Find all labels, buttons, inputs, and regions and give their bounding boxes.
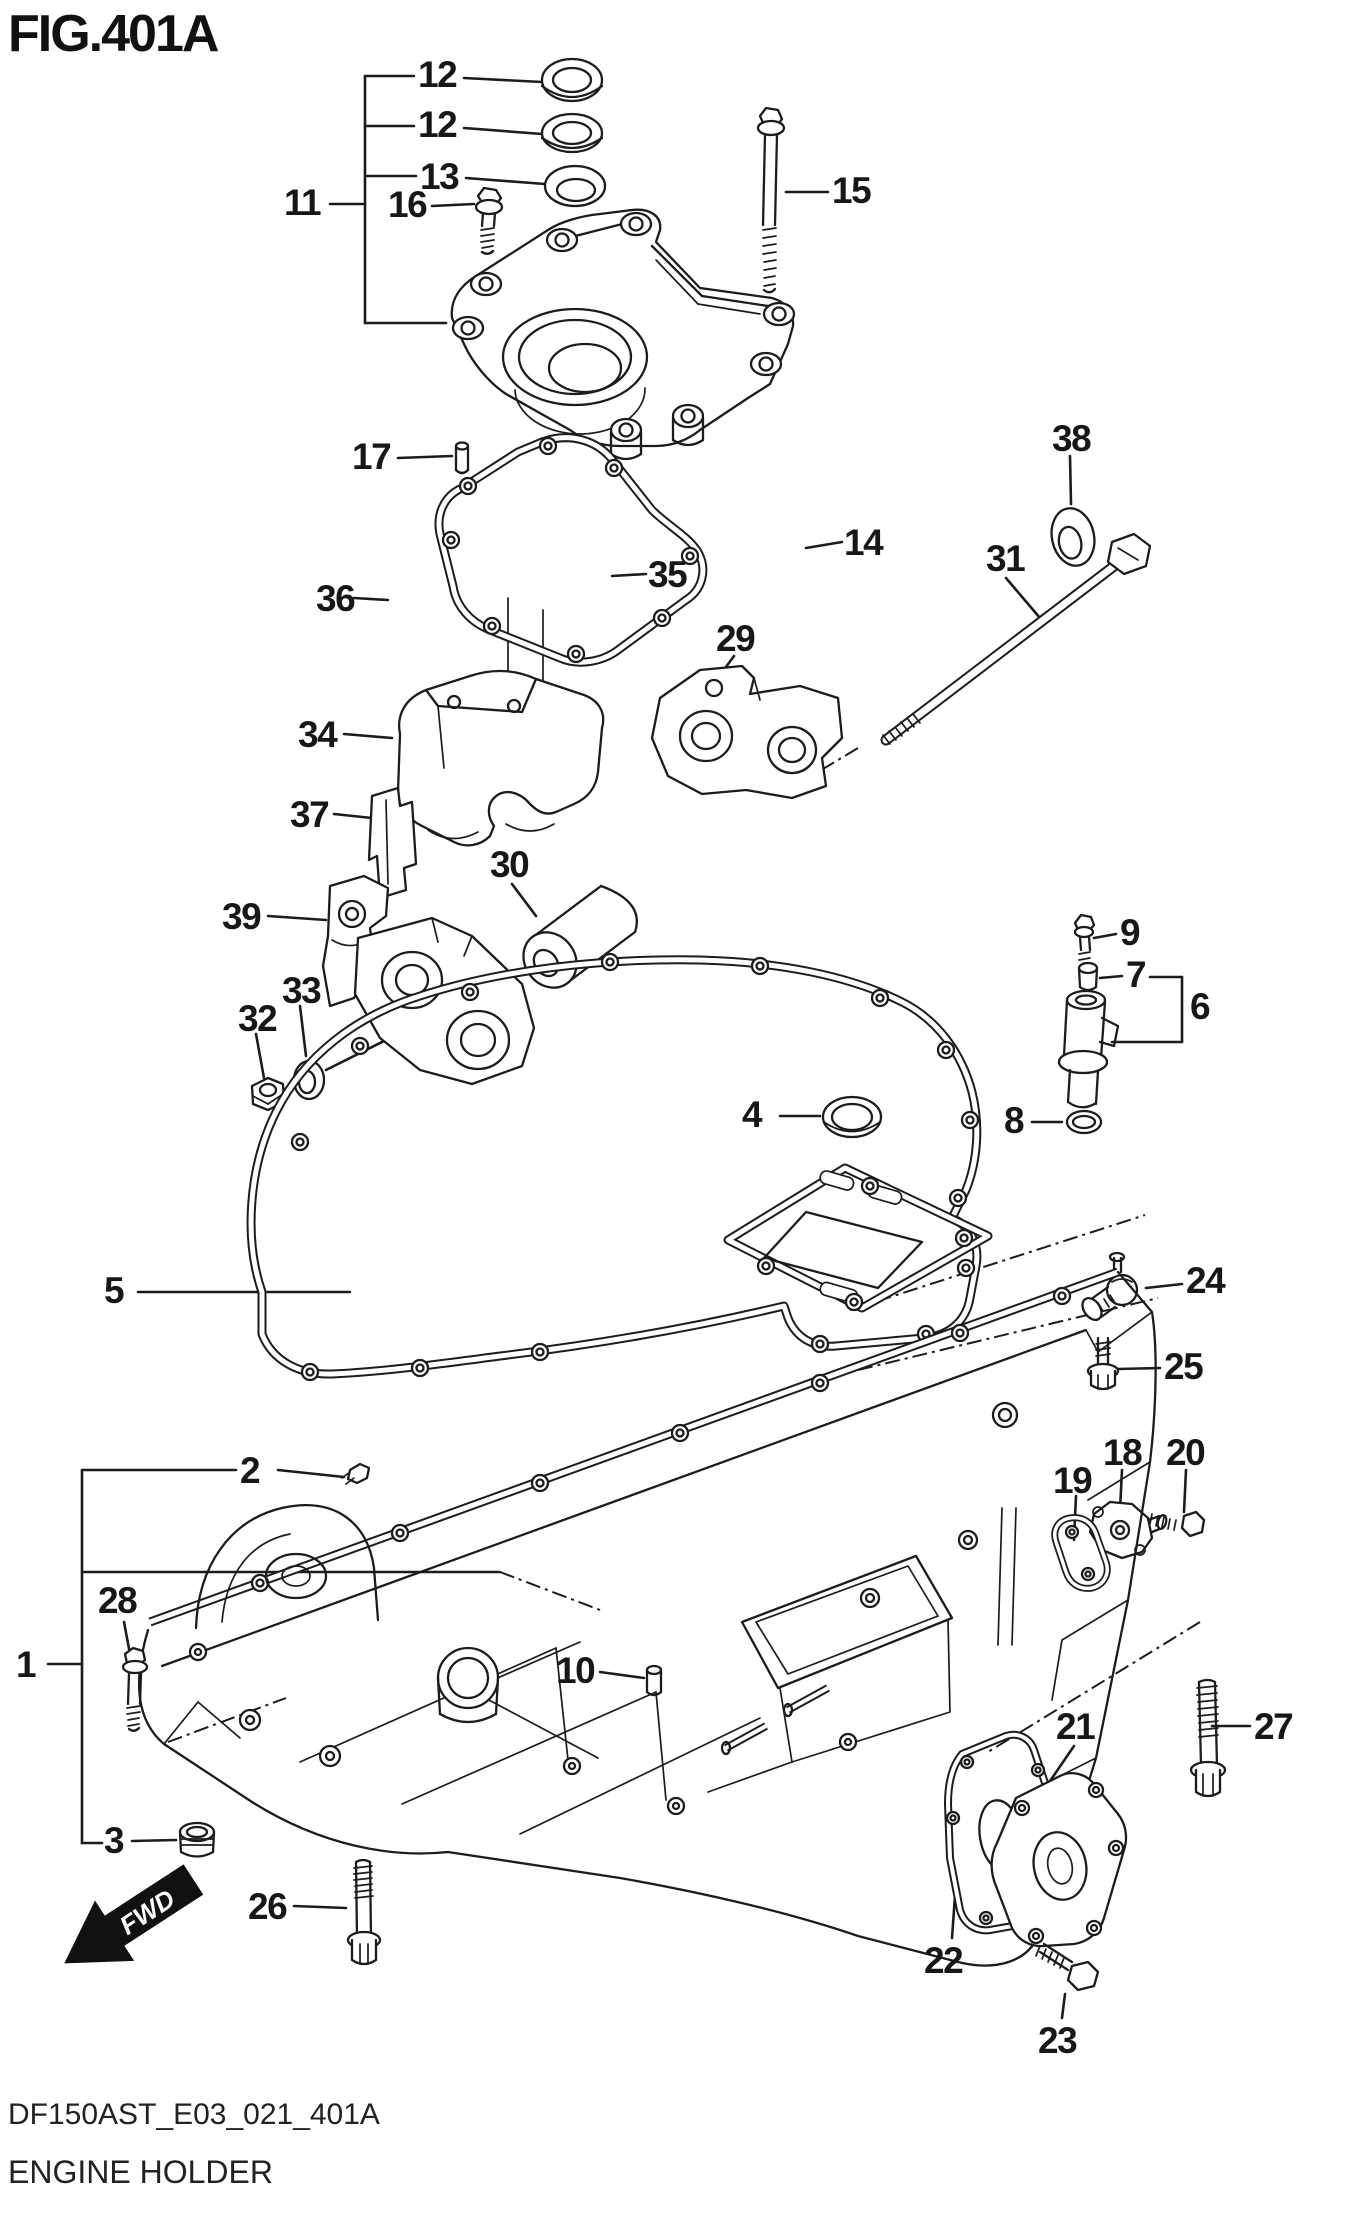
part-cover-plate — [450, 208, 796, 461]
callout-9: 9 — [1120, 912, 1141, 953]
part-oring-8 — [1065, 1109, 1103, 1135]
part-through-bolt-31 — [880, 532, 1152, 746]
part-bolt-9 — [1073, 913, 1096, 972]
callout-19: 19 — [1053, 1460, 1093, 1501]
part-nut-32 — [250, 1076, 286, 1112]
callout-1: 1 — [16, 1644, 37, 1685]
part-anode-24 — [1081, 1251, 1139, 1322]
callout-4: 4 — [742, 1094, 763, 1135]
part-bolt-28 — [121, 1646, 149, 1732]
part-lower-mount-left — [353, 916, 536, 1086]
part-mount-34 — [396, 669, 605, 847]
callout-17: 17 — [352, 436, 392, 477]
callout-26: 26 — [248, 1886, 288, 1927]
callout-21: 21 — [1056, 1706, 1096, 1747]
part-gasket-19 — [1051, 1514, 1111, 1592]
part-engine-holder-body — [138, 1267, 1157, 1967]
part-plug-2 — [341, 1462, 371, 1485]
part-seal-12-upper — [540, 57, 604, 103]
part-gasket-14 — [434, 433, 708, 667]
callout-6: 6 — [1190, 986, 1211, 1027]
part-pin-17 — [454, 441, 470, 475]
part-gasket-5 — [246, 952, 993, 1382]
callout-23: 23 — [1038, 2020, 1078, 2061]
callout-11: 11 — [284, 182, 322, 223]
callout-14: 14 — [844, 522, 884, 563]
callout-36: 36 — [316, 578, 356, 619]
part-bracket-37 — [367, 786, 418, 900]
callout-25: 25 — [1164, 1346, 1204, 1387]
part-bushing-30 — [522, 884, 638, 989]
callout-15: 15 — [832, 170, 872, 211]
callout-28: 28 — [98, 1580, 138, 1621]
callout-38: 38 — [1052, 418, 1092, 459]
callout-16: 16 — [388, 184, 428, 225]
part-washer-13 — [543, 164, 607, 208]
callout-37: 37 — [290, 794, 330, 835]
callout-27: 27 — [1254, 1706, 1294, 1747]
callout-12a: 12 — [418, 54, 458, 95]
fwd-direction-arrow: FWD — [64, 1864, 204, 1964]
callout-32: 32 — [238, 998, 278, 1039]
callout-7: 7 — [1126, 954, 1147, 995]
part-seal-ring-4 — [821, 1095, 883, 1139]
part-cover-21 — [990, 1772, 1128, 1948]
part-fitting-7 — [1077, 961, 1099, 992]
part-bolt-16 — [474, 186, 504, 255]
callout-2: 2 — [240, 1450, 261, 1491]
callout-3: 3 — [104, 1820, 125, 1861]
part-bolt-26 — [346, 1858, 382, 1966]
callout-20: 20 — [1166, 1432, 1206, 1473]
part-dowel-pin-10 — [645, 1664, 663, 1697]
part-bolt-15 — [756, 106, 786, 294]
callout-22: 22 — [924, 1940, 964, 1981]
part-seal-12-lower — [540, 112, 604, 154]
callout-35: 35 — [648, 554, 688, 595]
part-bolt-20 — [1149, 1510, 1206, 1538]
callout-34: 34 — [298, 714, 338, 755]
callout-13: 13 — [420, 156, 460, 197]
callout-5: 5 — [104, 1270, 125, 1311]
callout-30: 30 — [490, 844, 530, 885]
part-bolt-23 — [1035, 1942, 1100, 1992]
part-plug-3 — [178, 1821, 216, 1858]
callout-8: 8 — [1004, 1100, 1025, 1141]
part-bolt-25 — [1086, 1336, 1120, 1391]
callout-29: 29 — [716, 618, 756, 659]
part-bolt-27 — [1189, 1678, 1227, 1798]
figure-title: FIG.401A — [8, 5, 219, 63]
drawing-code: DF150AST_E03_021_401A — [8, 2098, 380, 2131]
callout-39: 39 — [222, 896, 262, 937]
callout-24: 24 — [1186, 1260, 1226, 1301]
callout-12b: 12 — [418, 104, 458, 145]
callout-31: 31 — [986, 538, 1026, 579]
part-grommet-38 — [1050, 507, 1096, 567]
part-pipe-6 — [1057, 989, 1120, 1109]
part-mount-29 — [650, 664, 844, 800]
callout-10: 10 — [556, 1650, 596, 1691]
callout-18: 18 — [1103, 1432, 1143, 1473]
drawing-title: ENGINE HOLDER — [8, 2154, 273, 2190]
callout-33: 33 — [282, 970, 322, 1011]
